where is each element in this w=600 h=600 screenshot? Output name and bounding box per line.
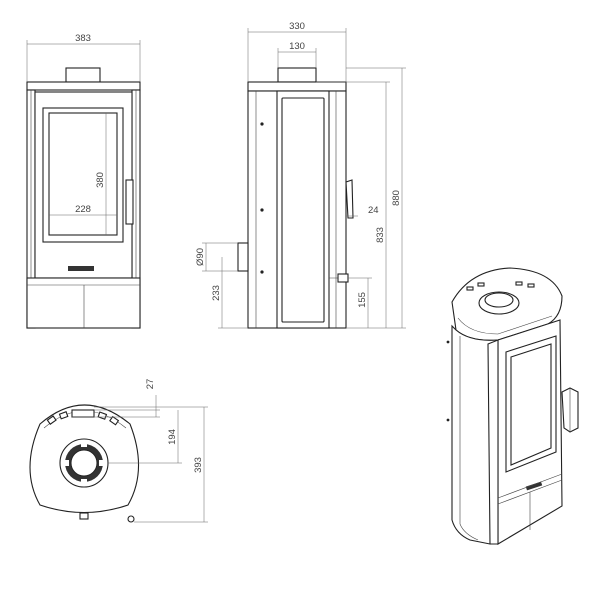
- dim-top-center: 194: [167, 429, 178, 445]
- front-door: [34, 91, 133, 279]
- front-glass-outer: [42, 107, 124, 243]
- side-top-plate: [247, 81, 347, 92]
- side-air-inlet: [337, 273, 349, 283]
- top-front-tab: [79, 512, 89, 520]
- side-door-frame: [276, 90, 330, 329]
- perspective-glass-inner: [510, 343, 552, 466]
- dim-flue-height: 833: [375, 227, 386, 243]
- dim-handle-offset: 24: [368, 205, 379, 216]
- front-flue-collar: [65, 67, 101, 83]
- dim-front-width: 383: [75, 33, 91, 44]
- dim-side-depth: 330: [289, 21, 305, 32]
- side-door-handle: [345, 179, 354, 219]
- dim-flue-diameter: Ø90: [195, 248, 206, 266]
- front-glass-inner: [48, 112, 118, 236]
- front-door-handle: [125, 179, 134, 225]
- front-view: 383 380 228: [26, 33, 141, 329]
- perspective-glass-outer: [505, 335, 557, 473]
- side-rear-outlet: [237, 242, 249, 272]
- front-base: [26, 277, 141, 329]
- side-door-glass: [281, 97, 325, 323]
- front-logo-plate: [68, 266, 94, 271]
- front-top-plate: [26, 81, 141, 91]
- dim-total-height: 880: [391, 190, 402, 206]
- dim-glass-height: 380: [95, 172, 106, 188]
- dim-top-depth: 393: [193, 457, 204, 473]
- side-flue-collar: [277, 67, 317, 83]
- dim-rear-outlet-height: 233: [211, 285, 222, 301]
- top-view: 27 194 393: [29, 379, 208, 523]
- side-view: 330 130 880 833 24 155 Ø90 233: [195, 21, 406, 329]
- dim-air-inlet-height: 155: [357, 292, 368, 308]
- dim-flue-offset: 130: [289, 41, 305, 52]
- perspective-view: [446, 267, 579, 545]
- dim-glass-width: 228: [75, 204, 91, 215]
- top-handle-knob: [127, 515, 135, 523]
- top-rear-vent: [71, 409, 95, 418]
- dim-top-small: 27: [145, 379, 156, 390]
